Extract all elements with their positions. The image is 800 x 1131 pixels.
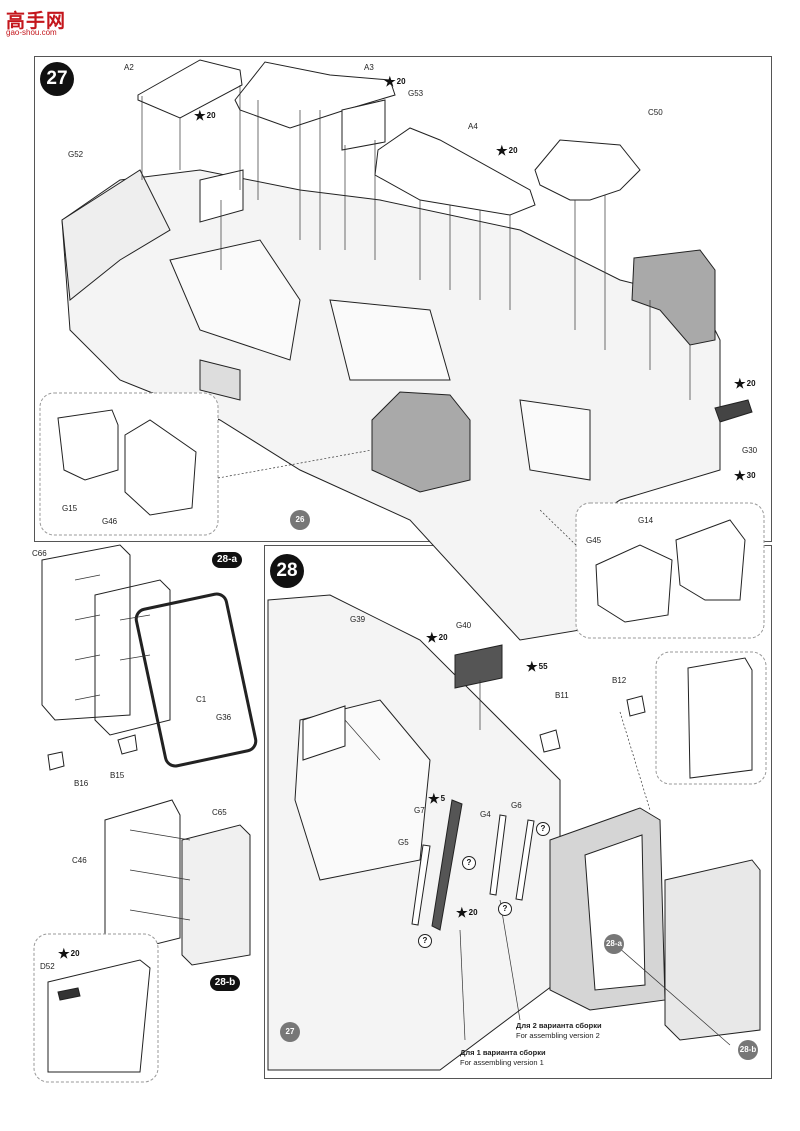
note-version-1-ru: Для 1 варианта сборки	[460, 1048, 546, 1057]
door-inset-D52	[47, 959, 151, 1073]
note-version-1-en: For assembling version 1	[460, 1058, 544, 1067]
label-A3: A3	[364, 63, 374, 72]
label-D52: D52	[40, 962, 55, 971]
glue-star-20-f: 20	[456, 905, 478, 921]
label-B11: B11	[555, 691, 569, 700]
step-28-number: 28	[270, 554, 304, 588]
logo-brand: 高手网	[6, 10, 67, 32]
glue-star-55: 55	[526, 659, 548, 675]
step-27-number: 27	[40, 62, 74, 96]
note-version-2-en: For assembling version 2	[516, 1031, 600, 1040]
step-28-panel	[264, 545, 772, 1079]
glue-star-20-b: 20	[384, 74, 406, 90]
part-C65	[181, 824, 251, 966]
label-G5: G5	[398, 838, 409, 847]
label-G52: G52	[68, 150, 84, 159]
logo-url: gao-shou.com	[6, 28, 57, 37]
part-C1	[94, 579, 171, 736]
label-G14: G14	[638, 516, 654, 525]
label-G45: G45	[586, 536, 602, 545]
glue-star-30: 30	[734, 468, 756, 484]
label-C65: C65	[212, 808, 227, 817]
door-frame-C46	[104, 799, 181, 956]
label-C66: C66	[32, 549, 47, 558]
ref-step-28a: 28-a	[604, 934, 624, 954]
glue-star-20-g: 20	[58, 946, 80, 962]
door-frame-C66	[41, 544, 131, 721]
part-B16	[47, 751, 65, 771]
label-C46: C46	[72, 856, 87, 865]
step-28a-badge: 28-a	[212, 552, 242, 568]
label-G53: G53	[408, 89, 424, 98]
part-D52	[57, 987, 81, 1001]
ref-step-28b: 28-b	[738, 1040, 758, 1060]
label-C1: C1	[196, 695, 207, 704]
question-mark-icon: ?	[536, 822, 550, 836]
label-G30: G30	[742, 446, 758, 455]
step-28b-badge: 28-b	[210, 975, 240, 991]
label-B15: B15	[110, 771, 125, 780]
label-A2: A2	[124, 63, 134, 72]
step-27-panel	[34, 56, 772, 542]
part-B15	[117, 734, 138, 755]
question-mark-icon: ?	[498, 902, 512, 916]
glue-star-20-d: 20	[734, 376, 756, 392]
label-G39: G39	[350, 615, 366, 624]
glue-star-20-e: 20	[426, 630, 448, 646]
glue-star-20-a: 20	[194, 108, 216, 124]
glue-star-20-c: 20	[496, 143, 518, 159]
label-G4: G4	[480, 810, 491, 819]
label-C50: C50	[648, 108, 663, 117]
label-G6: G6	[511, 801, 522, 810]
site-logo: 高手网 gao-shou.com	[6, 6, 76, 37]
ref-step-27: 27	[280, 1022, 300, 1042]
label-B16: B16	[74, 779, 89, 788]
ref-step-26: 26	[290, 510, 310, 530]
label-G36: G36	[216, 713, 232, 722]
question-mark-icon: ?	[418, 934, 432, 948]
label-B12: B12	[612, 676, 627, 685]
note-version-1: Для 1 варианта сборки For assembling ver…	[460, 1048, 546, 1068]
label-G40: G40	[456, 621, 472, 630]
note-version-2-ru: Для 2 варианта сборки	[516, 1021, 602, 1030]
label-A4: A4	[468, 122, 478, 131]
label-G7: G7	[414, 806, 425, 815]
question-mark-icon: ?	[462, 856, 476, 870]
note-version-2: Для 2 варианта сборки For assembling ver…	[516, 1021, 602, 1041]
part-G36	[134, 592, 258, 768]
glue-star-5: 5	[428, 791, 445, 807]
label-G46: G46	[102, 517, 118, 526]
label-G15: G15	[62, 504, 78, 513]
